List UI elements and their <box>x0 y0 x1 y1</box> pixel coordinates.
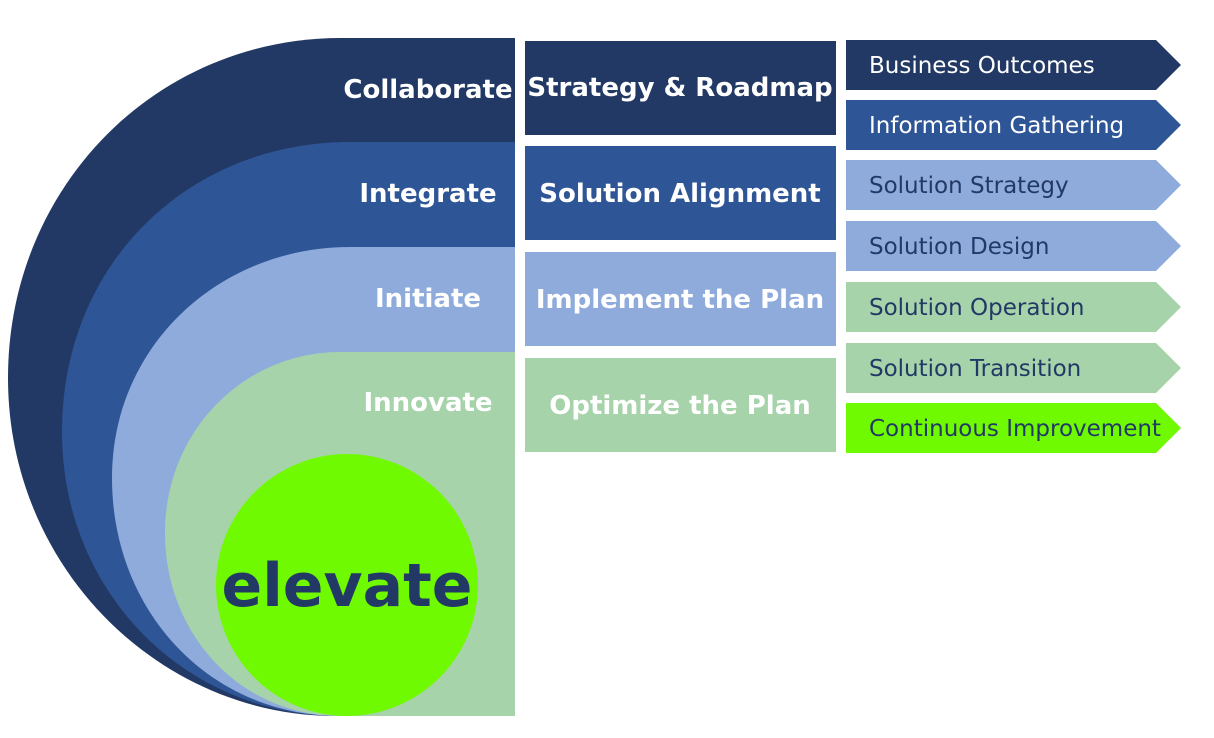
step-label-solution-operation: Solution Operation <box>869 295 1084 321</box>
phase-box-optimize-the-plan <box>525 358 836 452</box>
ring-label-initiate: Initiate <box>375 284 481 314</box>
phase-label-optimize-the-plan: Optimize the Plan <box>549 391 811 421</box>
center-label: elevate <box>222 551 473 621</box>
step-chevron-solution-strategy <box>846 160 1181 210</box>
step-label-solution-strategy: Solution Strategy <box>869 173 1069 199</box>
step-chevron-business-outcomes <box>846 40 1181 90</box>
step-chevrons: Business Outcomes Information Gathering … <box>846 40 1181 453</box>
phase-box-solution-alignment <box>525 146 836 240</box>
step-label-business-outcomes: Business Outcomes <box>869 53 1095 79</box>
phase-box-implement-the-plan <box>525 252 836 346</box>
ring-label-integrate: Integrate <box>359 179 496 209</box>
background-mask <box>515 456 1214 738</box>
phase-box-strategy-roadmap <box>525 41 836 135</box>
ring-labels: Collaborate Integrate Initiate Innovate <box>343 75 512 418</box>
phase-label-implement-the-plan: Implement the Plan <box>536 285 824 315</box>
center-circle <box>216 454 478 716</box>
step-label-information-gathering: Information Gathering <box>869 113 1124 139</box>
step-label-solution-design: Solution Design <box>869 234 1049 260</box>
ring-label-innovate: Innovate <box>363 388 492 418</box>
step-label-solution-transition: Solution Transition <box>869 356 1081 382</box>
phase-label-solution-alignment: Solution Alignment <box>539 179 821 209</box>
step-chevron-continuous-improvement <box>846 403 1181 453</box>
step-label-continuous-improvement: Continuous Improvement <box>869 416 1161 442</box>
step-chevron-solution-operation <box>846 282 1181 332</box>
phase-label-strategy-roadmap: Strategy & Roadmap <box>527 73 832 103</box>
step-chevron-solution-design <box>846 221 1181 271</box>
step-chevron-solution-transition <box>846 343 1181 393</box>
step-chevron-information-gathering <box>846 100 1181 150</box>
ring-label-collaborate: Collaborate <box>343 75 512 105</box>
phase-boxes: Strategy & Roadmap Solution Alignment Im… <box>525 41 836 452</box>
